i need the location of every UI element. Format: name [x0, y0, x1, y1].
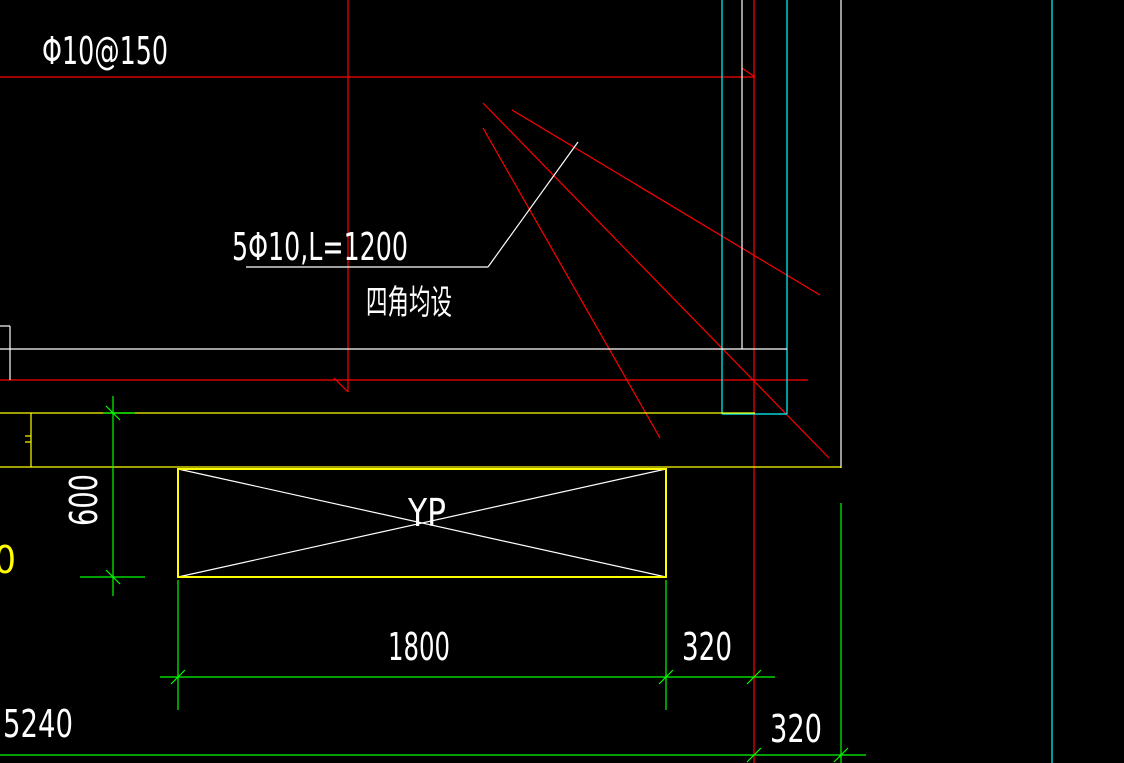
dim-height-label[interactable]: 600: [62, 474, 106, 526]
partial-left-label: 0: [0, 538, 16, 582]
corner-note-label[interactable]: 四角均设: [366, 283, 452, 323]
opening-tag-label[interactable]: YP: [407, 491, 446, 535]
red-diagonal-3: [482, 127, 661, 439]
white-leader-diagonal: [487, 141, 579, 268]
red-layer: [0, 0, 830, 763]
white-opening-diagonal-2: [177, 468, 667, 578]
dim-total-tick-right: [833, 747, 849, 763]
white-layer: [0, 0, 842, 578]
cyan-layer: [721, 0, 1053, 763]
red-diagonal-1: [482, 102, 830, 459]
dim-right-1-label[interactable]: 320: [682, 625, 732, 669]
red-arrow-tick-top: [741, 67, 756, 78]
yellow-layer: [0, 412, 841, 578]
text-layer: Φ10@150 5Φ10,L=1200 四角均设 YP 600 1800 320…: [0, 29, 822, 751]
dim-total-tick-mid: [746, 747, 762, 763]
dim-right-2-label[interactable]: 320: [770, 707, 822, 751]
green-layer: [0, 396, 866, 763]
red-diagonal-2: [511, 109, 821, 296]
corner-bars-label[interactable]: 5Φ10,L=1200: [232, 225, 408, 269]
dim-600-tick-bottom: [105, 569, 121, 585]
dim-total-label[interactable]: 5240: [3, 702, 73, 746]
dim-width-label[interactable]: 1800: [388, 625, 450, 669]
dim-1800-tick-mid: [658, 669, 674, 685]
dim-1800-tick-left: [170, 669, 186, 685]
dim-320-tick-right: [746, 669, 762, 685]
opening-yp-rectangle[interactable]: [177, 468, 667, 578]
rebar-spec-label[interactable]: Φ10@150: [42, 29, 168, 73]
dim-600-tick-top: [105, 405, 121, 421]
